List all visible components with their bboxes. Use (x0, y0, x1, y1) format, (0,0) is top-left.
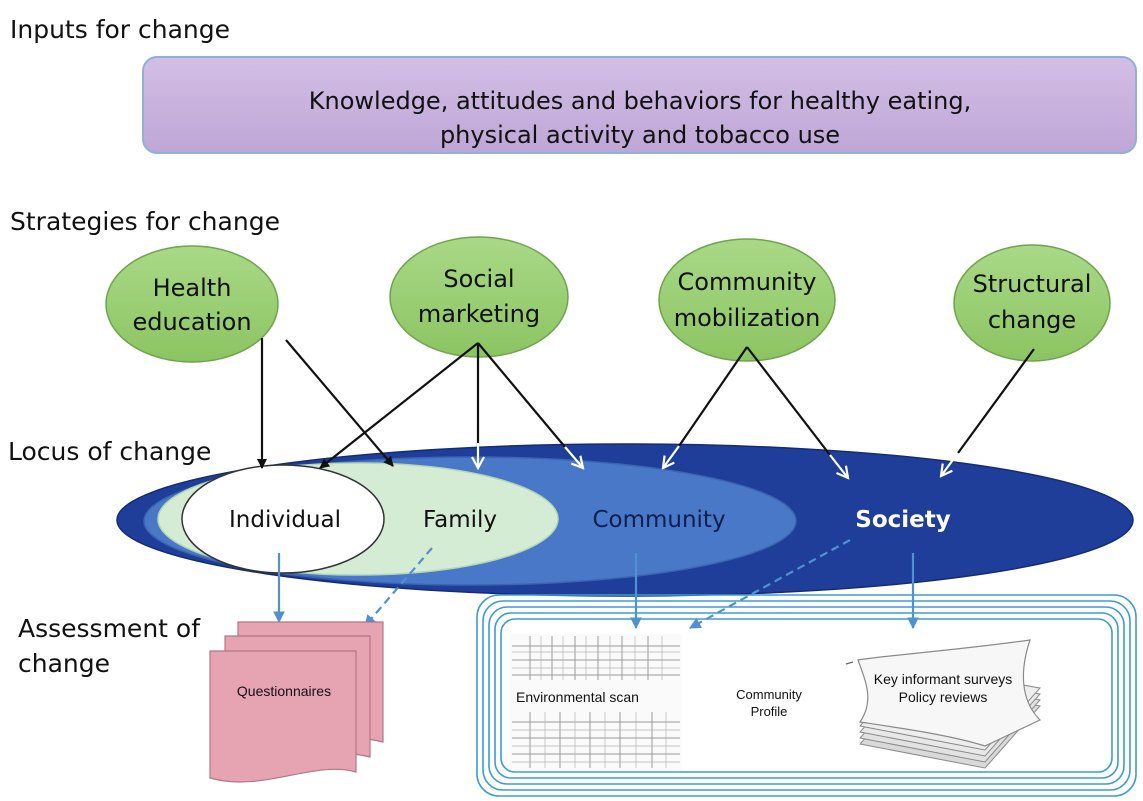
arrow-social-to-individual (319, 342, 479, 469)
arrow-family-to-questionnaires (364, 547, 433, 627)
arrow-structural-to-society (957, 348, 1035, 454)
arrow-social-to-community-head (564, 446, 583, 468)
arrow-structural-to-society-head (941, 452, 959, 476)
policy-reviews-label: Policy reviews (899, 689, 988, 705)
questionnaires-stack: Questionnaires (209, 621, 384, 783)
inputs-section-label: Inputs for change (10, 15, 230, 44)
strategy-structural-change: Structural change (953, 244, 1111, 362)
arrow-mobilization-to-society (746, 346, 831, 456)
society-label: Society (855, 507, 950, 533)
assessment-section-label-2: change (18, 649, 110, 678)
locus-of-change-diagram: Individual Family Community Society (116, 443, 1134, 597)
individual-label: Individual (229, 507, 341, 533)
assessment-arrows (273, 539, 919, 630)
environmental-scan-map: Environmental scan (510, 634, 682, 770)
strategy-label-line1: Health (153, 274, 232, 302)
arrow-health-to-family (285, 339, 394, 467)
strategy-label-line2: mobilization (674, 304, 821, 332)
locus-section-label: Locus of change (8, 437, 211, 466)
strategy-label-line2: change (988, 306, 1076, 334)
arrow-mobilization-to-society-head (829, 454, 848, 478)
strategy-label-line1: Structural (973, 270, 1092, 298)
strategy-arrows (257, 338, 1035, 478)
questionnaires-label: Questionnaires (237, 683, 331, 699)
assessment-section-label-1: Assessment of (18, 614, 201, 643)
strategy-label-line1: Social (443, 265, 514, 293)
community-profile-label-line1: Community (736, 687, 802, 702)
arrow-mobilization-to-community-head (663, 445, 680, 468)
paper-stack-icon: Key informant surveys Policy reviews (845, 639, 1042, 769)
strategy-label-line2: education (132, 308, 251, 336)
community-label: Community (592, 507, 725, 533)
community-profile-label-line2: Profile (751, 704, 788, 719)
inputs-text-line1: Knowledge, attitudes and behaviors for h… (309, 87, 971, 115)
strategy-label-line2: marketing (418, 300, 540, 328)
strategies-section-label: Strategies for change (10, 207, 280, 236)
inputs-box: Knowledge, attitudes and behaviors for h… (142, 56, 1137, 154)
arrow-social-to-community (477, 342, 566, 448)
environmental-scan-label: Environmental scan (516, 689, 639, 705)
family-label: Family (423, 507, 497, 533)
community-profile-frame (476, 594, 1137, 797)
key-informant-label: Key informant surveys (874, 671, 1013, 687)
strategy-health-education: Health education (105, 245, 279, 363)
strategy-label-line1: Community (678, 268, 817, 296)
inputs-text-line2: physical activity and tobacco use (440, 121, 840, 149)
arrow-society-to-profile (688, 539, 851, 629)
strategy-social-marketing: Social marketing (389, 236, 569, 358)
strategy-community-mobilization: Community mobilization (658, 238, 836, 362)
arrow-mobilization-to-community (678, 346, 748, 447)
individual-ellipse (181, 464, 385, 574)
